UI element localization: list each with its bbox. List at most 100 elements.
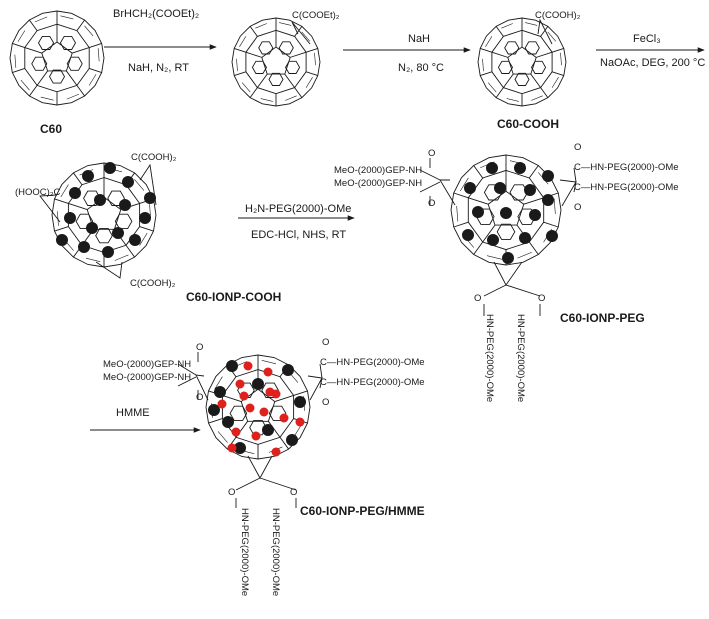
peg-bond-5 (483, 284, 507, 297)
peg-bond-6 (505, 284, 541, 297)
oxygen-peg-6: O (538, 293, 546, 304)
hmme-dot (271, 447, 281, 457)
peg-bond-1 (419, 169, 441, 181)
hmme-dot (243, 361, 253, 371)
hmme-bond-2 (177, 376, 197, 387)
step1-conditions: NaH, N₂, RT (128, 62, 189, 74)
ionp-dot (472, 206, 484, 218)
oxygen-hmme-3: O (322, 337, 330, 348)
step2-conditions: N₂, 80 °C (398, 62, 444, 74)
label-c60-ionp-cooh: C60-IONP-COOH (186, 290, 282, 304)
ionp-dot (112, 227, 124, 239)
group-cooet2: C(COOEt)₂ (292, 10, 340, 21)
ionp-dot (119, 199, 131, 211)
step5-reagent: HMME (116, 407, 150, 419)
cyclopropane-2 (537, 18, 553, 45)
ionp-dot (252, 378, 264, 390)
ionp-dot (222, 416, 234, 428)
hmme-bond-4 (319, 377, 323, 389)
ionp-dot (542, 194, 554, 206)
ionp-dot (208, 404, 220, 416)
ionp-dot (514, 162, 526, 174)
ionp-dot (262, 424, 274, 436)
ionp-dot (82, 170, 94, 182)
hmme-dot (235, 379, 245, 389)
step3-reagent: FeCl₃ (633, 33, 661, 45)
hmme-dot (295, 417, 305, 427)
peg-vertical-hmme-1: HN-PEG(2000)-OMe (239, 508, 250, 597)
ionp-dot (104, 162, 116, 174)
step2-reagent: NaH (408, 33, 431, 45)
ionp-dot (69, 187, 81, 199)
oxygen-peg-4: O (574, 202, 582, 213)
peg-cyclopropane-bottom (493, 261, 523, 286)
oxygen-hmme-4: O (322, 397, 330, 408)
hmme-dot (251, 431, 261, 441)
cyclopropane-top (139, 163, 157, 206)
ionp-dot (546, 230, 558, 242)
nh-peg-hmme-2: C—HN-PEG(2000)-OMe (320, 377, 425, 388)
ionp-dot (294, 396, 306, 408)
c60-cage (9, 10, 105, 106)
cyclopropane-1 (291, 21, 311, 45)
step4-conditions: EDC-HCl, NHS, RT (251, 229, 347, 241)
ionp-dot (286, 434, 298, 446)
hmme-dot (231, 427, 241, 437)
peg-vertical-2: HN-PEG(2000)-OMe (515, 314, 526, 403)
ionp-dot (94, 194, 106, 206)
oxygen-hmme-6: O (290, 487, 298, 498)
oxygen-hmme-5: O (228, 487, 236, 498)
nh-peg-right-1: C—HN-PEG(2000)-OMe (574, 162, 679, 173)
nh-peg-right-2: C—HN-PEG(2000)-OMe (574, 182, 679, 193)
peg-vertical-1: HN-PEG(2000)-OMe (484, 314, 495, 403)
oxygen-hmme-2: O (196, 392, 204, 403)
ionp-dot (487, 234, 499, 246)
ionp-dot (529, 209, 541, 221)
ionp-dot (139, 212, 151, 224)
ionp-dot (129, 234, 141, 246)
peg-vertical-hmme-2: HN-PEG(2000)-OMe (270, 508, 281, 597)
hmme-dot (263, 367, 273, 377)
ionp-dot (500, 207, 512, 219)
ionp-dot (144, 192, 156, 204)
meo-nh-hmme-1: MeO-(2000)GEP-NH (103, 359, 192, 370)
ionp-dot (524, 184, 536, 196)
ionp-dot (462, 229, 474, 241)
label-c60-cooh: C60-COOH (497, 117, 560, 131)
cyclopropane-bottom (95, 261, 123, 279)
meo-nh-peg-2: MeO-(2000)GEP-NH (334, 178, 423, 189)
cyclopropane-left (39, 194, 61, 223)
hmme-bond-3 (319, 363, 323, 379)
oxygen-hmme-1: O (196, 342, 204, 353)
label-c60-ionp-peg-hmme: C60-IONP-PEG/HMME (300, 504, 425, 518)
oxygen-peg-1: O (428, 148, 436, 159)
c60-cooh-cage (477, 17, 567, 107)
step4-reagent: H₂N-PEG(2000)-OMe (245, 203, 352, 215)
meo-nh-hmme-2: MeO-(2000)GEP-NH (103, 372, 192, 383)
ionp-dot (486, 162, 498, 174)
peg-bond-3 (573, 167, 577, 183)
ionp-dot (502, 252, 514, 264)
ionp-dot (56, 234, 68, 246)
step3-conditions: NaOAc, DEG, 200 °C (600, 57, 706, 69)
ionp-dot (86, 222, 98, 234)
ionp-dot (542, 170, 554, 182)
group-cooh2-bottom: C(COOH)₂ (130, 278, 176, 289)
hmme-dot (239, 391, 249, 401)
meo-nh-peg-1: MeO-(2000)GEP-NH (334, 165, 423, 176)
ionp-dot (122, 176, 134, 188)
oxygen-peg-2: O (428, 198, 436, 209)
ionp-dot (494, 182, 506, 194)
ionp-dot (64, 212, 76, 224)
ionp-dot (226, 360, 238, 372)
hmme-dot (217, 399, 227, 409)
ionp-dot (282, 364, 294, 376)
hmme-bond-5 (235, 477, 261, 491)
ionp-dot (234, 442, 246, 454)
ionp-dot (78, 241, 90, 253)
c60-malonate-cage (231, 17, 321, 107)
hmme-cyclopropane-bottom (247, 455, 273, 479)
group-hooc2c: (HOOC)₂C (15, 187, 61, 198)
hmme-dot (265, 387, 275, 397)
